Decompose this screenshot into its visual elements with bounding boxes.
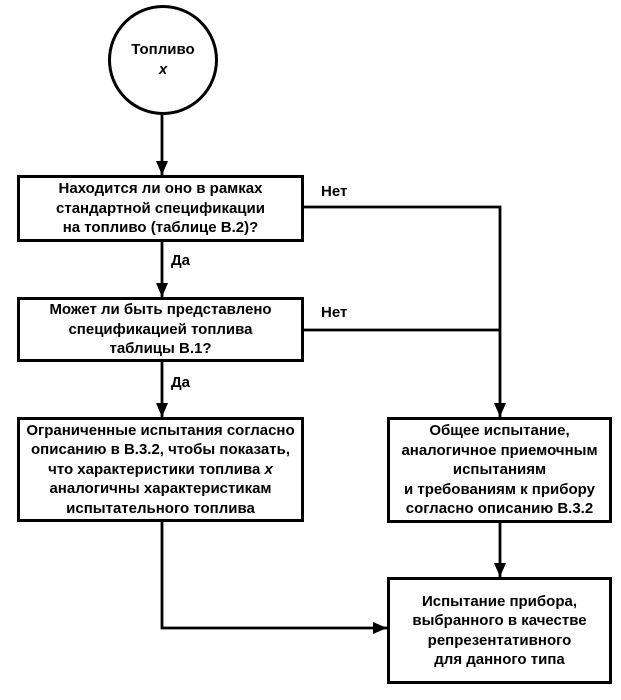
- decision-box-standard-spec-b2-text: Находится ли оно в рамках стандартной сп…: [56, 180, 265, 237]
- arrow-limited-to-device: [160, 522, 387, 634]
- process-box-device-test-text: Испытание прибора, выбранного в качестве…: [412, 592, 587, 669]
- edge-label-no-2: Нет: [321, 304, 348, 321]
- start-node-fuel: Топливо x: [108, 5, 218, 115]
- process-box-device-test: Испытание прибора, выбранного в качестве…: [387, 577, 612, 684]
- arrow-q1-no-to-general: [304, 205, 506, 417]
- edge-label-yes-1: Да: [171, 252, 191, 269]
- start-node-variable: x: [158, 61, 168, 78]
- decision-box-fuel-spec-b1: Может ли быть представлено спецификацией…: [17, 297, 304, 362]
- start-node-label: Топливо: [131, 41, 195, 58]
- edge-label-no-1: Нет: [321, 183, 348, 200]
- process-box-general-test: Общее испытание, аналогичное приемочным …: [387, 417, 612, 523]
- process-box-limited-tests: Ограниченные испытания согласно описанию…: [17, 417, 304, 522]
- process-box-limited-tests-text: Ограниченные испытания согласно описанию…: [26, 421, 294, 519]
- limited-tests-variable: x: [264, 460, 273, 478]
- limited-tests-text-before: Ограниченные испытания согласно описанию…: [26, 421, 295, 478]
- limited-tests-text-after: аналогичны характеристикам испытательног…: [49, 480, 272, 517]
- process-box-general-test-text: Общее испытание, аналогичное приемочным …: [401, 422, 598, 518]
- edge-label-yes-2: Да: [171, 374, 191, 391]
- decision-box-fuel-spec-b1-text: Может ли быть представлено спецификацией…: [49, 301, 272, 358]
- decision-box-standard-spec-b2: Находится ли оно в рамках стандартной сп…: [17, 175, 304, 242]
